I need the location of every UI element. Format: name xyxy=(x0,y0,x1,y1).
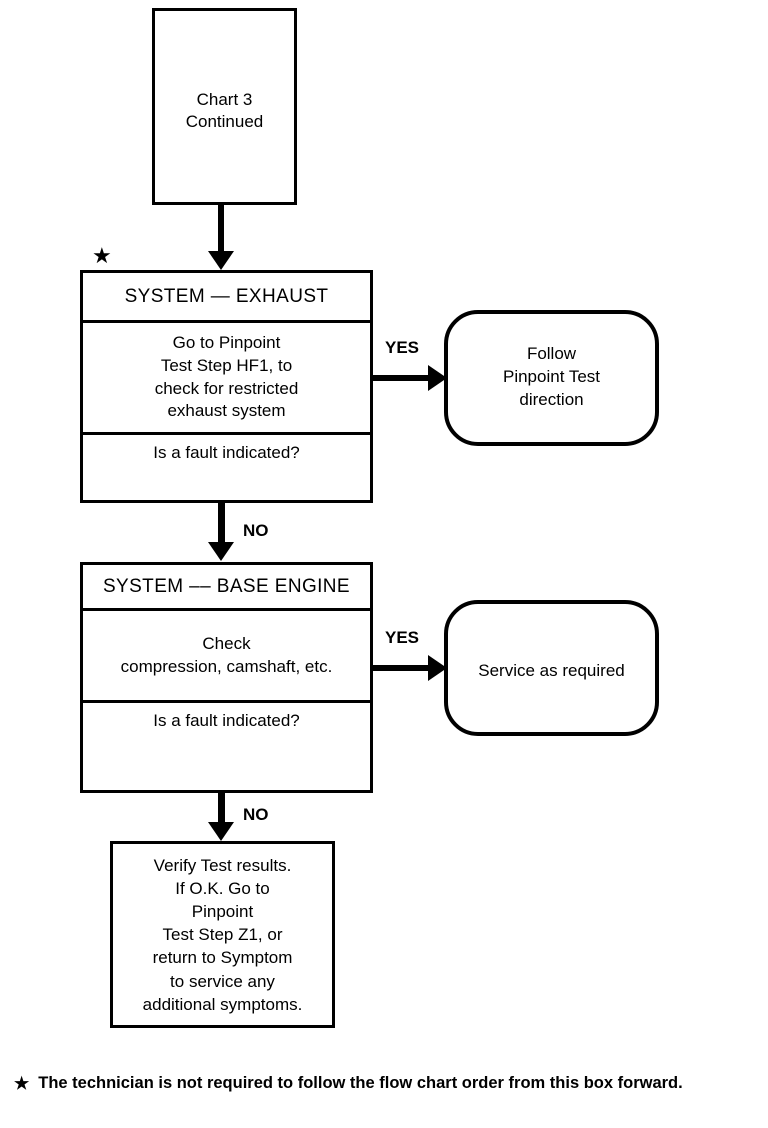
edge-label-yes-base-engine: YES xyxy=(385,628,420,647)
edge-label-yes-exhaust: YES xyxy=(385,338,420,357)
node-follow-pinpoint-test[interactable]: Follow Pinpoint Test direction xyxy=(444,310,659,446)
service-as-required-line-1: Service as required xyxy=(478,661,625,680)
arrowhead-exhaust-no xyxy=(208,542,234,561)
node-system-base-engine[interactable]: SYSTEM –– BASE ENGINE Check compression,… xyxy=(80,562,373,793)
terminal-line-1: Chart 3 xyxy=(196,90,253,109)
verify-line-7: additional symptoms. xyxy=(142,994,303,1014)
verify-line-5: return to Symptom xyxy=(152,948,293,968)
node-service-as-required[interactable]: Service as required xyxy=(444,600,659,736)
star-marker-icon: ★ xyxy=(92,243,112,268)
arrowhead-terminal-to-exhaust xyxy=(208,251,234,270)
arrowhead-base-engine-no xyxy=(208,822,234,841)
base-engine-instruction-line-1: Check xyxy=(202,633,251,653)
system-exhaust-header: SYSTEM — EXHAUST xyxy=(83,273,370,323)
node-chart-3-continued[interactable]: Chart 3 Continued xyxy=(152,8,297,205)
arrowhead-exhaust-yes xyxy=(428,365,447,391)
node-system-exhaust[interactable]: SYSTEM — EXHAUST Go to Pinpoint Test Ste… xyxy=(80,270,373,503)
verify-line-6: to service any xyxy=(170,971,275,991)
base-engine-instruction-line-2: compression, camshaft, etc. xyxy=(120,656,333,676)
system-exhaust-instruction: Go to Pinpoint Test Step HF1, to check f… xyxy=(83,323,370,435)
verify-line-1: Verify Test results. xyxy=(153,856,292,875)
connector-exhaust-yes xyxy=(373,375,432,381)
terminal-line-2: Continued xyxy=(185,112,264,132)
verify-line-4: Test Step Z1, or xyxy=(162,925,283,945)
exhaust-instruction-line-3: check for restricted xyxy=(154,378,299,398)
verify-line-2: If O.K. Go to xyxy=(175,879,270,899)
follow-pinpoint-line-3: direction xyxy=(519,389,584,409)
connector-terminal-to-exhaust xyxy=(218,205,224,255)
follow-pinpoint-line-2: Pinpoint Test xyxy=(502,366,601,386)
exhaust-instruction-line-1: Go to Pinpoint xyxy=(172,332,281,352)
edge-label-no-base-engine: NO xyxy=(243,805,269,824)
system-base-engine-header: SYSTEM –– BASE ENGINE xyxy=(83,565,370,611)
verify-line-3: Pinpoint xyxy=(191,902,254,922)
connector-base-engine-yes xyxy=(373,665,432,671)
system-base-engine-instruction: Check compression, camshaft, etc. xyxy=(83,611,370,703)
footnote-star-icon: ★ xyxy=(14,1074,30,1093)
footnote-text: The technician is not required to follow… xyxy=(38,1074,683,1092)
system-base-engine-question: Is a fault indicated? xyxy=(153,711,300,730)
connector-base-engine-no xyxy=(218,793,225,827)
edge-label-no-exhaust: NO xyxy=(243,521,269,540)
exhaust-instruction-line-2: Test Step HF1, to xyxy=(160,355,293,375)
arrowhead-base-engine-yes xyxy=(428,655,447,681)
follow-pinpoint-line-1: Follow xyxy=(526,344,577,363)
footnote: ★ The technician is not required to foll… xyxy=(14,1072,758,1097)
system-exhaust-question: Is a fault indicated? xyxy=(153,443,300,462)
connector-exhaust-no xyxy=(218,503,225,545)
node-verify-test-results[interactable]: Verify Test results. If O.K. Go to Pinpo… xyxy=(110,841,335,1028)
exhaust-instruction-line-4: exhaust system xyxy=(167,401,286,421)
